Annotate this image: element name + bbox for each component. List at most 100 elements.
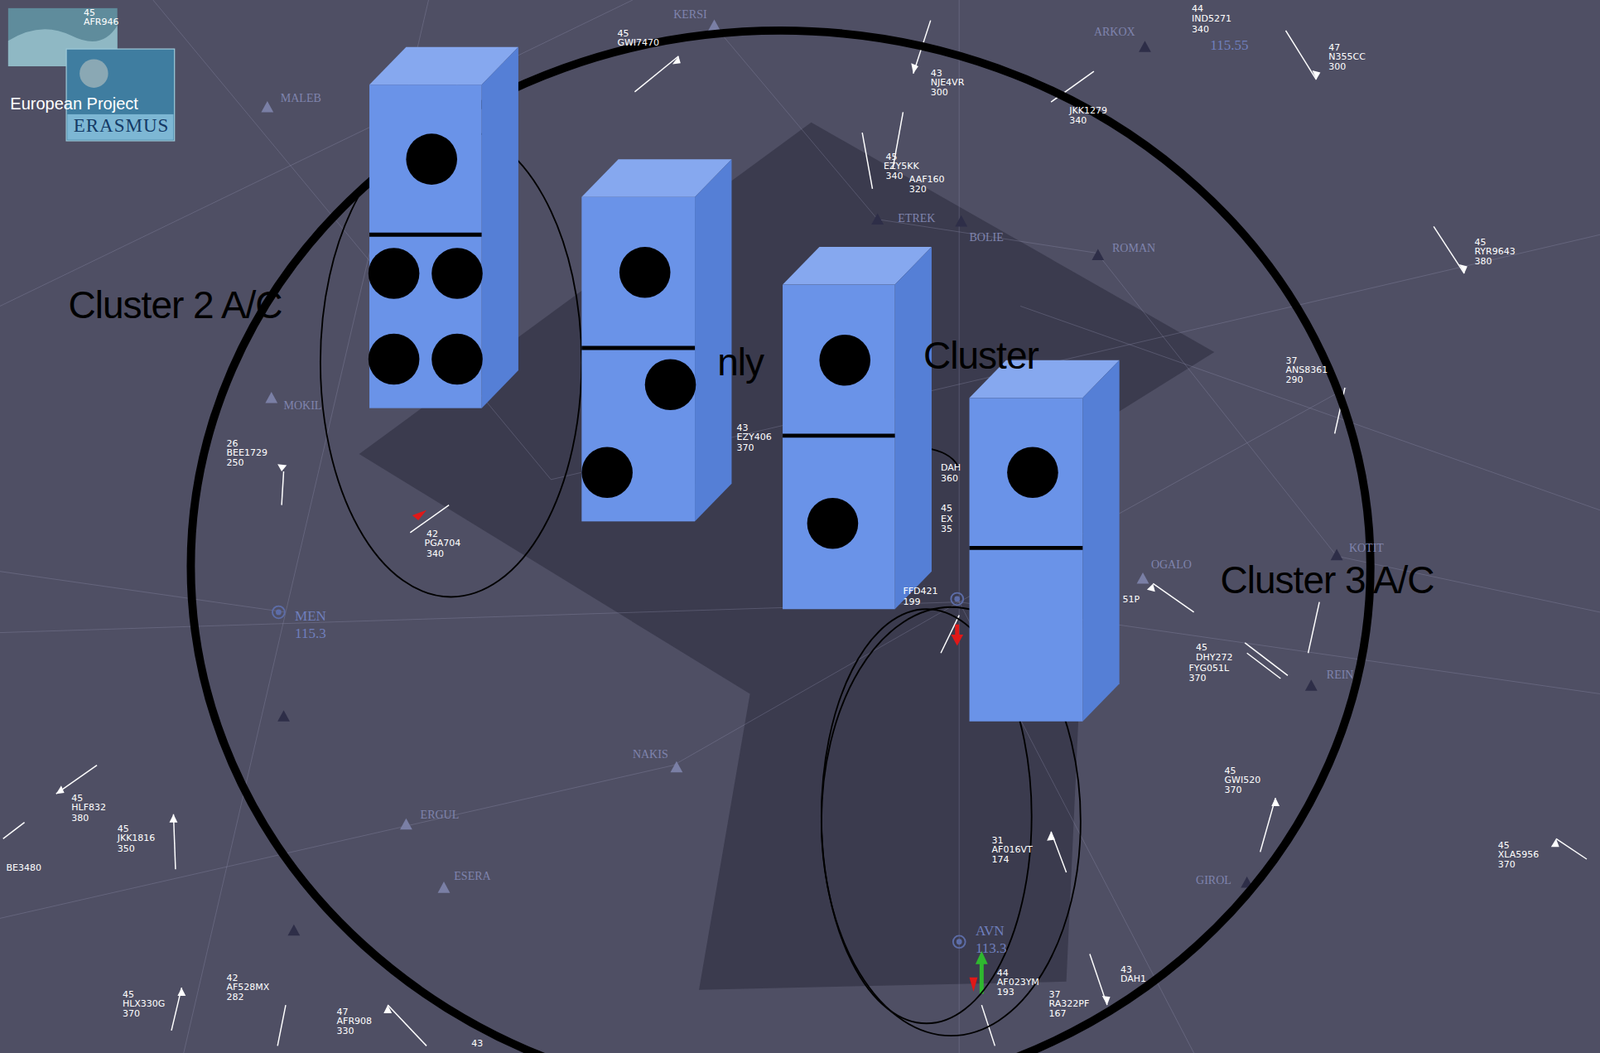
speed-vector [1244,642,1288,675]
aircraft-symbol [1046,831,1056,841]
speed-vector [862,132,873,189]
flight-label: AF023YM [997,977,1040,987]
speed-vector [634,56,679,92]
aircraft-symbol [169,814,179,823]
flight-label: 44 [1191,4,1204,14]
flight-label: 320 [909,184,927,194]
flight-label: ANS8361 [1286,365,1329,375]
domino-side [1082,360,1119,722]
flight-label: 45 [71,793,83,803]
flight-label: AFR908 [337,1016,373,1026]
flight-label: 45 [1195,642,1208,652]
waypoint-triangle [260,101,274,113]
beacon-label: 115.3 [294,626,327,641]
domino-face [969,397,1084,721]
speed-vector [56,765,97,794]
domino-side [694,159,732,521]
flight-label: EX [940,514,954,524]
speed-vector [981,1004,995,1046]
flight-label: 370 [1188,673,1206,683]
waypoint-triangle [1137,572,1150,584]
flight-label: 26 [226,438,239,449]
domino-2 [581,159,732,521]
domino-divider [581,346,695,351]
flight-label: 380 [1474,256,1492,266]
aircraft-symbol [383,1004,392,1013]
flight-label: 340 [886,171,904,181]
cluster-outlines [190,30,1370,1053]
flight-label: 380 [71,813,89,823]
flight-label: 37 [1286,356,1298,366]
waypoint-triangle [265,391,278,404]
flight-label: 340 [1069,115,1087,126]
speed-vector [277,1004,286,1046]
flight-label: BE3480 [5,862,42,873]
flight-label: 35 [940,524,953,534]
route-line [959,0,960,1053]
red-arrow [950,634,964,646]
domino-pip [368,247,420,299]
domino-face [581,197,695,522]
aircraft-symbol [910,62,919,73]
flight-label: RYR9643 [1474,246,1515,256]
domino-divider [369,232,482,237]
speed-vector [1556,838,1587,859]
flight-label: 340 [1191,24,1210,34]
aircraft-symbol [1271,797,1280,806]
flight-label: 250 [226,457,245,468]
beacon-label: 113.3 [975,940,1008,955]
flight-label: 174 [992,854,1010,864]
waypoint-name: MALEB [280,92,322,105]
speed-vector [1247,652,1282,679]
speed-vector [1152,583,1194,612]
speed-vector [173,814,175,870]
speed-vector [940,615,960,654]
flight-label: 42 [226,973,239,983]
project-logo [8,8,175,141]
flight-label: IND5271 [1191,14,1232,24]
domino-4 [969,360,1120,722]
flight-label: 47 [337,1007,349,1017]
domino-side [895,246,932,609]
beacon-symbol [953,934,966,948]
cluster-label: Cluster 3 A/C [1220,560,1435,599]
flight-label: 44 [997,968,1009,978]
flight-label: HLF832 [71,802,107,812]
flight-label: 282 [226,992,245,1002]
aircraft-symbol [56,785,65,794]
domino-pip [645,359,697,411]
flight-label: JKK1279 [1069,106,1108,116]
flight-label: 300 [930,87,949,97]
flight-label: 370 [1224,785,1243,795]
flight-label: 45 [616,28,629,39]
beacon-symbol [954,596,960,601]
flight-label: 370 [122,1008,140,1018]
flight-label: 31 [992,835,1004,845]
waypoint-name: OGALO [1151,559,1192,571]
flight-label: 167 [1049,1008,1067,1018]
logo-text: European Project [9,95,139,112]
flight-label: 330 [337,1026,355,1036]
waypoint-triangle [1091,249,1104,261]
domino-3 [782,246,932,609]
waypoint-triangle [287,924,300,936]
waypoint-triangle [1305,679,1318,691]
aircraft-symbol [1102,995,1111,1005]
domino-1 [368,47,519,409]
flight-label: DAH [940,462,961,473]
waypoint-name: KERSI [673,9,707,21]
speed-vector [387,1004,427,1046]
flight-label: 45 [117,824,130,834]
speed-vector [3,822,25,839]
beacon-label: 115.55 [1209,38,1249,53]
aircraft-symbol [1146,583,1156,592]
flight-label: GWI520 [1224,775,1262,785]
flight-label: AFR946 [83,17,120,27]
flight-label: 37 [1049,989,1061,999]
waypoint-triangle [670,761,684,773]
beacon-label: AVN [975,923,1005,938]
flight-label: 45 [886,152,898,162]
flight-label: NJE4VR [930,77,965,87]
waypoint-name: ESERA [453,870,491,882]
aircraft-symbol [1551,838,1560,847]
